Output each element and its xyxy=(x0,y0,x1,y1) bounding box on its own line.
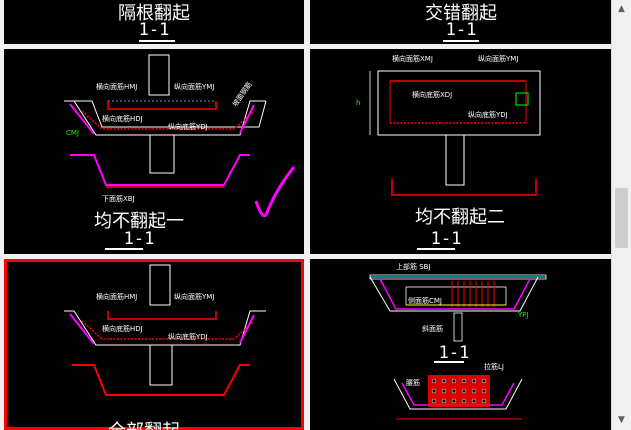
label-zong-mian-2: 纵向面筋YMJ xyxy=(478,54,518,63)
cell-1-title: 隔根翻起 xyxy=(118,3,190,24)
label-heng-mian-2: 横向面筋XMJ xyxy=(392,54,433,63)
vertical-bars xyxy=(451,281,495,307)
thumbnail-cell-2[interactable]: 交错翻起 1-1 xyxy=(310,0,612,44)
drawing-thumbnail-grid: 隔根翻起 1-1 交错翻起 1-1 横向面筋HMJ 纵向面筋YMJ 横向底 xyxy=(4,0,612,430)
label-xmj: 下面筋XBJ xyxy=(102,194,135,203)
label-zong-di: 纵向底筋YDJ xyxy=(168,122,208,131)
cell-4-section: 1-1 xyxy=(430,229,462,249)
scroll-thumb[interactable] xyxy=(615,188,628,248)
label-heng-di-3: 横向底筋HDJ xyxy=(102,324,143,333)
cell-2-underline xyxy=(443,40,479,42)
label-zong-di-2: 纵向底筋YDJ xyxy=(468,110,508,119)
drawing-pit-cross-section: 拉筋LJ 腰筋 xyxy=(393,362,523,420)
label-heng-di: 横向底筋HDJ xyxy=(102,114,143,123)
cell-5-title: 全部翻起 xyxy=(4,417,304,430)
thumbnail-cell-3[interactable]: 横向面筋HMJ 纵向面筋YMJ 横向底筋HDJ 纵向底筋YDJ CMJ 坡面钢筋… xyxy=(4,49,304,254)
cell-3-title: 均不翻起一 xyxy=(94,211,184,232)
label-heng-di-2: 横向底筋XDJ xyxy=(412,90,452,99)
cell-3-section: 1-1 xyxy=(123,229,155,249)
cell-3-underline xyxy=(105,248,143,250)
thumbnail-cell-4[interactable]: h 横向面筋XMJ 纵向面筋YMJ 横向底筋XDJ 纵向底筋YDJ 均不翻起二 … xyxy=(310,49,612,254)
thumbnail-cell-1[interactable]: 隔根翻起 1-1 xyxy=(4,0,304,44)
label-zong-mian: 纵向面筋YMJ xyxy=(174,82,214,91)
thumbnail-cell-5[interactable]: 横向面筋HMJ 纵向面筋YMJ 横向底筋HDJ 纵向底筋YDJ 全部翻起 xyxy=(4,259,304,430)
label-ce-mian: 侧面筋CMJ xyxy=(408,296,442,305)
drawing-both-not-raised-1: 横向面筋HMJ 纵向面筋YMJ 横向底筋HDJ 纵向底筋YDJ CMJ 坡面钢筋… xyxy=(64,54,296,218)
drawing-all-raised: 横向面筋HMJ 纵向面筋YMJ 横向底筋HDJ 纵向底筋YDJ xyxy=(64,264,266,396)
label-heng-mian-3: 横向面筋HMJ xyxy=(96,292,137,301)
cell-2-title: 交错翻起 xyxy=(425,3,497,24)
cell-4-title: 均不翻起二 xyxy=(415,207,505,228)
drawing-both-not-raised-2: h 横向面筋XMJ 纵向面筋YMJ 横向底筋XDJ 纵向底筋YDJ xyxy=(356,54,541,196)
cell-1-section: 1-1 xyxy=(138,20,170,40)
label-zong-mian-3: 纵向面筋YMJ xyxy=(174,292,214,301)
thumbnail-cell-6[interactable]: 上部筋 SBJ 侧面筋CMJ 斜面筋 YPJ 1-1 xyxy=(310,259,612,430)
label-sbj: 上部筋 SBJ xyxy=(396,262,431,271)
label-xjj: 斜面筋 xyxy=(422,324,443,333)
label-la-jin: 拉筋LJ xyxy=(484,362,504,371)
scroll-down-icon[interactable]: ▼ xyxy=(614,413,629,428)
label-waibian: 坡面钢筋 xyxy=(230,80,253,108)
vertical-scrollbar[interactable]: ▲ ▼ xyxy=(611,0,631,430)
label-jizhu: 腰筋 xyxy=(406,378,420,387)
scroll-up-icon[interactable]: ▲ xyxy=(614,2,629,17)
label-ypj: YPJ xyxy=(517,311,529,319)
cell-2-section: 1-1 xyxy=(445,20,477,40)
cell-4-underline xyxy=(417,248,455,250)
cell-1-underline xyxy=(139,40,175,42)
label-cmj: CMJ xyxy=(66,129,79,137)
cell-6-underline xyxy=(434,361,464,363)
drawing-pit-rebar: 上部筋 SBJ 侧面筋CMJ 斜面筋 YPJ xyxy=(369,262,547,342)
label-zong-di-3: 纵向底筋YDJ xyxy=(168,332,208,341)
label-heng-mian: 横向面筋HMJ xyxy=(96,82,137,91)
label-h: h xyxy=(356,99,360,107)
cell-6-section: 1-1 xyxy=(438,343,470,363)
